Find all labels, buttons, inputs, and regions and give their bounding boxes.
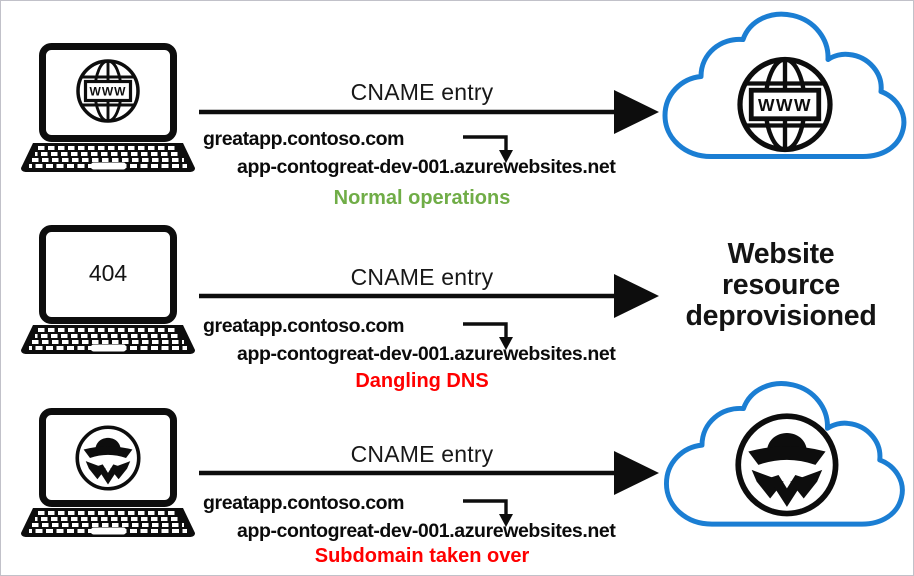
laptop-body (21, 229, 195, 355)
cname-entry-label: CNAME entry (350, 441, 494, 467)
deprovisioned-text-line: Website (727, 238, 835, 270)
spy-icon (738, 416, 835, 513)
laptop-globe-icon: WWW (21, 43, 196, 175)
right-arrow-icon (199, 274, 659, 318)
status-label-normal-operations: Normal operations (333, 187, 511, 209)
cname-arrow (199, 273, 661, 319)
cloud-spy-icon (663, 381, 905, 527)
cname-entry-label: CNAME entry (350, 79, 494, 105)
cname-entry-label: CNAME entry (350, 264, 494, 290)
status-label-dangling-dns: Dangling DNS (355, 370, 489, 392)
globe-www-label: WWW (90, 85, 127, 99)
target-domain-label: app-contogreat-dev-001.azurewebsites.net (237, 343, 616, 365)
deprovisioned-text-line: resource (721, 269, 840, 301)
laptop-404-icon: 404 (21, 225, 196, 357)
globe-www-label: WWW (758, 95, 812, 115)
screen-404-label: 404 (89, 260, 128, 286)
deprovisioned-text-line: deprovisioned (685, 300, 877, 332)
deprovisioned-text: Website resource deprovisioned (649, 239, 913, 332)
spy-icon (75, 425, 141, 491)
right-arrow-icon (199, 451, 659, 495)
source-domain-label: greatapp.contoso.com (203, 128, 405, 150)
target-domain-label: app-contogreat-dev-001.azurewebsites.net (237, 156, 616, 178)
cname-arrow (199, 450, 661, 496)
status-label-subdomain-taken-over: Subdomain taken over (314, 545, 530, 567)
laptop-spy-icon (21, 408, 196, 540)
source-domain-label: greatapp.contoso.com (203, 315, 405, 337)
cloud-globe-icon: WWW (662, 11, 907, 159)
target-domain-label: app-contogreat-dev-001.azurewebsites.net (237, 520, 616, 542)
source-domain-label: greatapp.contoso.com (203, 492, 405, 514)
